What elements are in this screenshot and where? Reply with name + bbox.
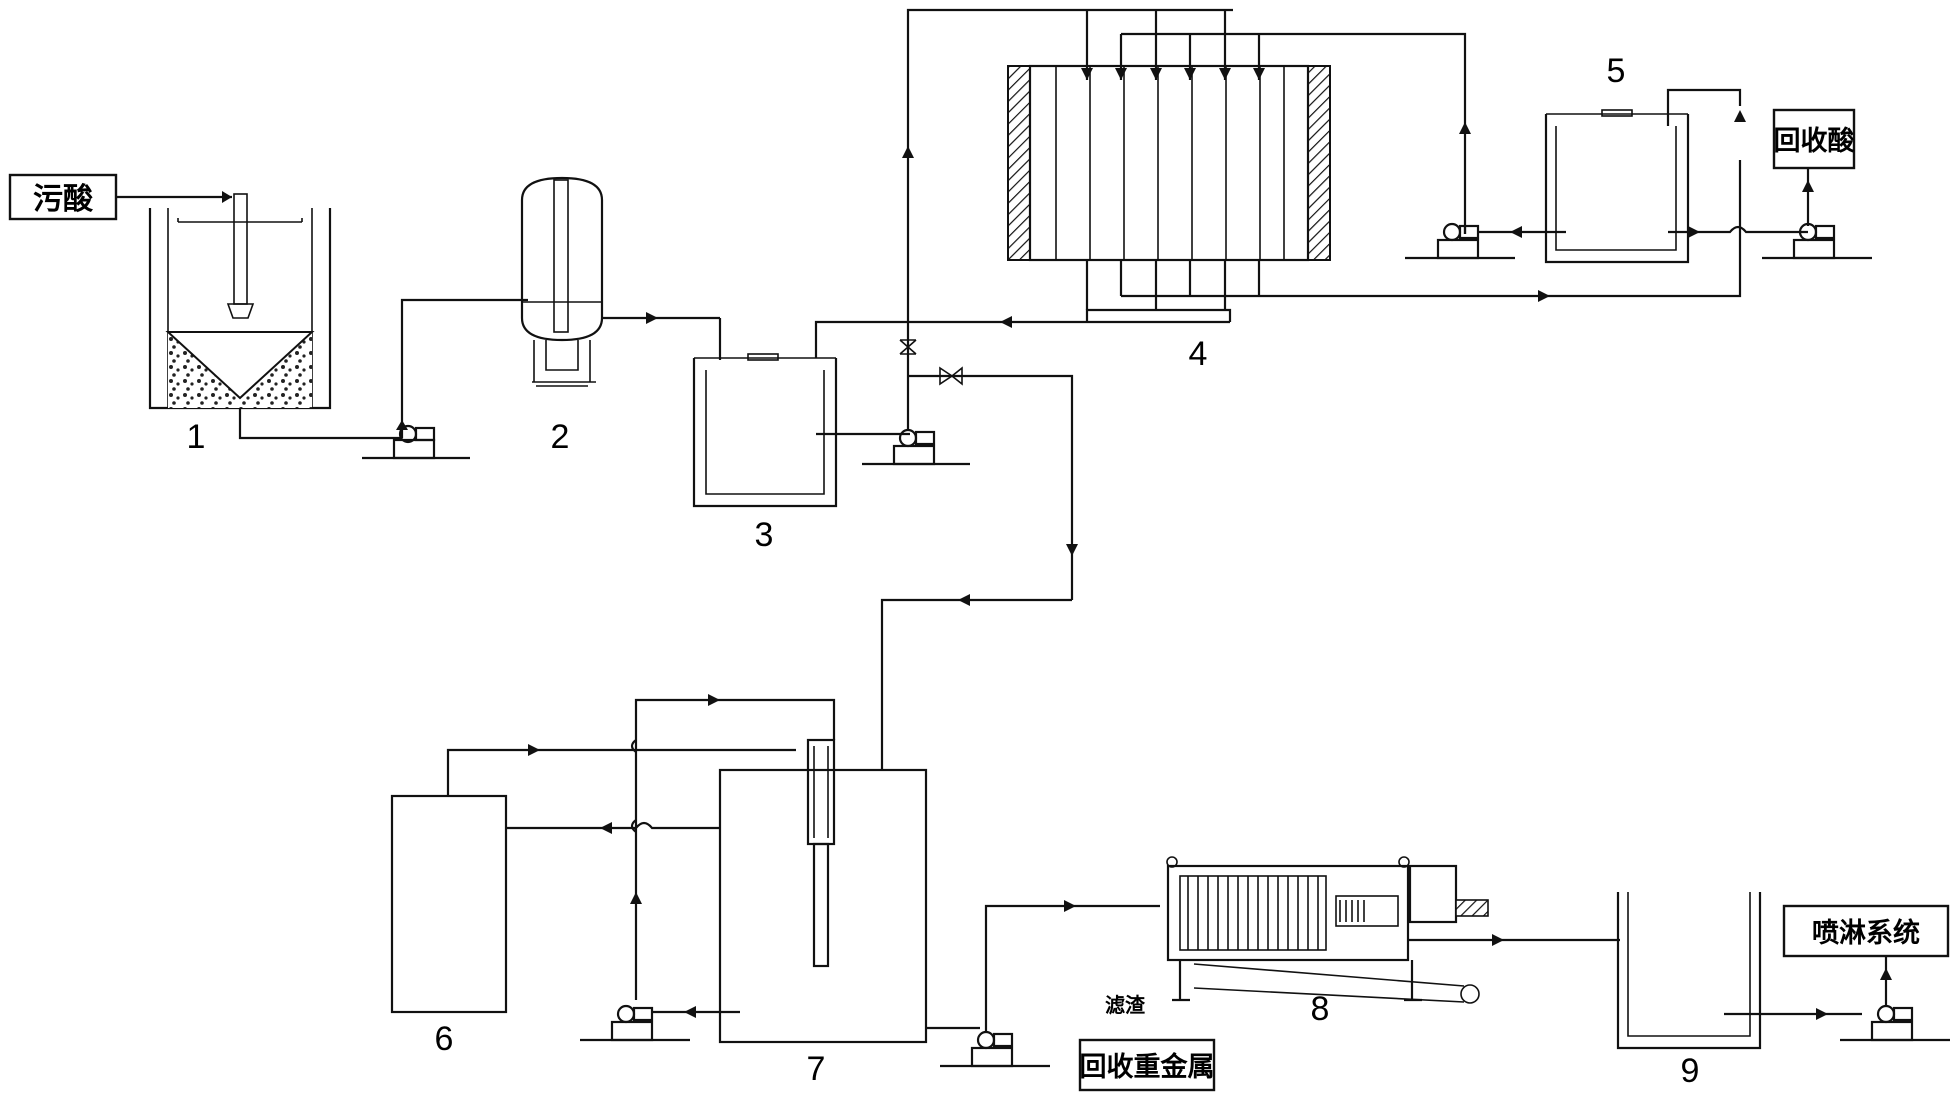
recovered-heavy-metal-text: 回收重金属 [1080,1051,1215,1083]
label-2: 2 [551,418,570,456]
pump-b [862,8,1233,600]
pump-a [362,298,528,460]
dirty-acid-label: 污酸 [8,173,118,221]
label-9: 9 [1681,1052,1700,1090]
label-1: 1 [187,418,206,456]
pump-g [1840,956,1950,1042]
electrolytic-cells-4 [1007,10,1746,322]
tank-6 [390,744,796,1014]
pump-e [580,1004,740,1042]
settling-tank-1 [116,191,402,440]
label-3: 3 [755,516,774,554]
tank-9 [1616,892,1862,1050]
label-7: 7 [807,1050,826,1088]
pump-c [1405,222,1566,260]
label-4: 4 [1189,335,1208,373]
spray-system-text: 喷淋系统 [1812,917,1920,949]
tank-5 [1544,88,1808,264]
recovered-heavy-metal-label: 回收重金属 [1078,1038,1216,1092]
pump-f [926,900,1160,1068]
sludge-text: 滤渣 [1105,993,1146,1017]
vessel-2 [520,176,722,387]
tank-3 [692,316,1230,508]
reactor-7 [630,594,1072,1044]
dirty-acid-text: 污酸 [33,182,94,217]
filter-press-8 [1166,856,1620,1004]
recovered-acid-label: 回收酸 [1772,108,1856,170]
recovered-acid-text: 回收酸 [1774,126,1856,157]
pump-d [1762,168,1872,260]
label-6: 6 [435,1020,454,1058]
spray-system-label: 喷淋系统 [1782,904,1950,958]
label-8: 8 [1311,990,1330,1028]
label-5: 5 [1607,52,1626,90]
